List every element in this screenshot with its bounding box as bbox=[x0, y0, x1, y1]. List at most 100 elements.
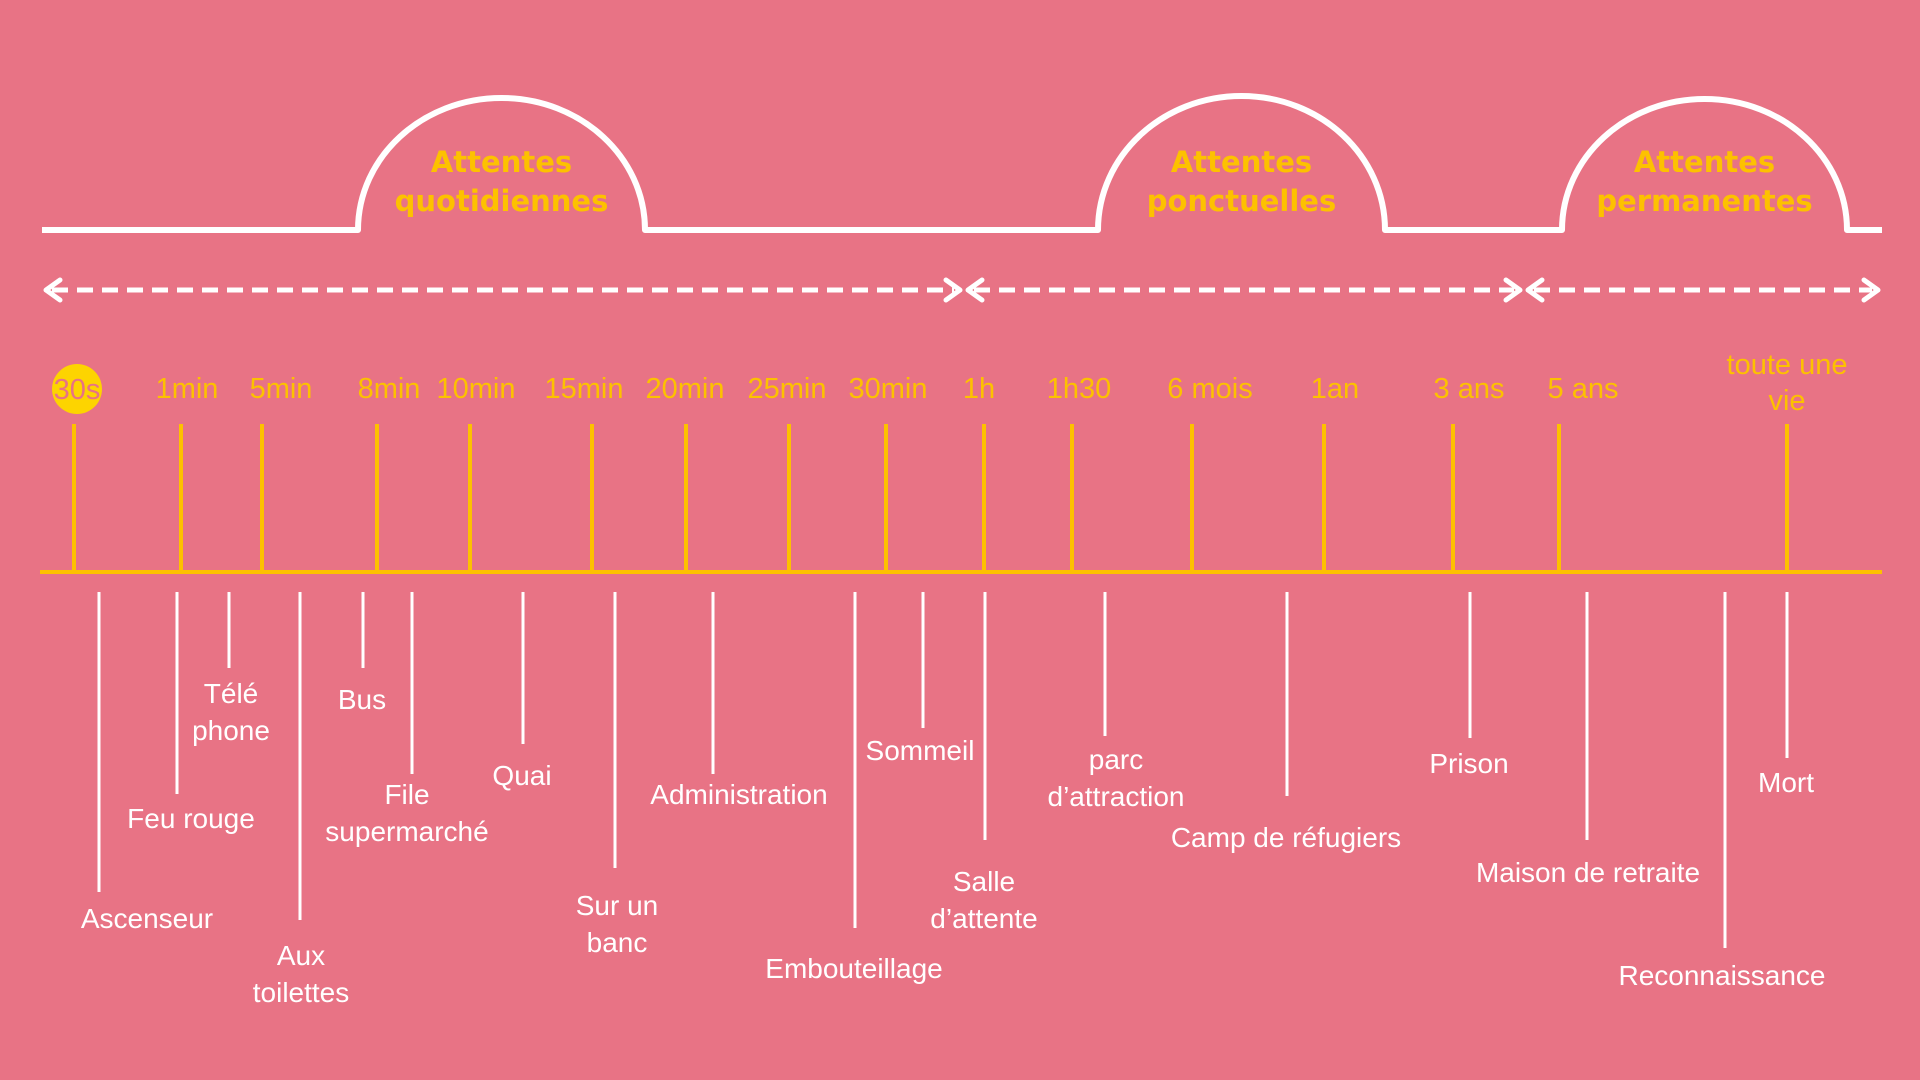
waiting-event: Administration bbox=[650, 592, 828, 810]
event-label-line: File bbox=[384, 779, 429, 810]
event-label-line: Salle bbox=[953, 866, 1015, 897]
time-tick: 1h30 bbox=[1047, 373, 1112, 572]
waiting-event: Ascenseur bbox=[81, 592, 213, 934]
category-title-line: permanentes bbox=[1596, 184, 1812, 218]
waiting-event: Embouteillage bbox=[765, 592, 943, 984]
time-tick: 1min bbox=[156, 373, 219, 572]
event-label-line: d’attente bbox=[930, 903, 1037, 934]
event-label-line: Administration bbox=[650, 779, 827, 810]
event-label: Reconnaissance bbox=[1618, 960, 1825, 991]
tick-label: 6 mois bbox=[1167, 373, 1252, 405]
tick-label-line: toute une bbox=[1727, 349, 1848, 381]
tick-label: 5 ans bbox=[1548, 373, 1619, 405]
waiting-event: Feu rouge bbox=[127, 592, 255, 834]
arrow-head-right bbox=[1503, 277, 1523, 303]
event-label: Bus bbox=[338, 684, 386, 715]
event-label-line: Sommeil bbox=[866, 735, 975, 766]
arrow-head-left bbox=[965, 277, 985, 303]
event-label: Embouteillage bbox=[765, 953, 942, 984]
waiting-event: Camp de réfugiers bbox=[1171, 592, 1401, 853]
event-label-line: Prison bbox=[1429, 748, 1508, 779]
event-label-line: Reconnaissance bbox=[1618, 960, 1825, 991]
tick-label: toute une vie bbox=[1727, 349, 1848, 417]
arrow-head-right bbox=[943, 277, 963, 303]
tick-label: 15min bbox=[545, 373, 624, 405]
tick-label: 1min bbox=[156, 373, 219, 405]
time-tick: toute une vie bbox=[1727, 349, 1848, 572]
event-label-line: parc bbox=[1089, 744, 1143, 775]
event-label: Feu rouge bbox=[127, 803, 255, 834]
event-label-line: banc bbox=[587, 927, 648, 958]
time-tick: 30min bbox=[849, 373, 928, 572]
tick-label-line: 25min bbox=[748, 373, 827, 405]
event-label-line: Embouteillage bbox=[765, 953, 942, 984]
tick-label-line: 1h bbox=[963, 373, 995, 405]
waiting-event: Sommeil bbox=[866, 592, 975, 766]
tick-label: 3 ans bbox=[1434, 373, 1505, 405]
waiting-event: Sur un banc bbox=[576, 592, 659, 958]
range-arrow bbox=[1525, 277, 1881, 303]
time-ticks: 30s 1min 5min 8min 10min 15min 20min 25min 30min… bbox=[52, 349, 1847, 572]
event-label-line: Camp de réfugiers bbox=[1171, 822, 1401, 853]
tick-label: 10min bbox=[437, 373, 516, 405]
time-tick: 30s bbox=[52, 364, 102, 572]
tick-label: 1h30 bbox=[1047, 373, 1112, 405]
time-tick: 5 ans bbox=[1548, 373, 1619, 572]
tick-label: 1an bbox=[1311, 373, 1359, 405]
event-label: Sur un banc bbox=[576, 890, 659, 958]
event-label-line: Feu rouge bbox=[127, 803, 255, 834]
range-arrow bbox=[43, 277, 963, 303]
tick-label-line: 8min bbox=[358, 373, 421, 405]
event-label-line: Maison de retraite bbox=[1476, 857, 1700, 888]
waiting-event: Prison bbox=[1429, 592, 1509, 779]
arrow-head-left bbox=[1525, 277, 1545, 303]
waiting-event: Aux toilettes bbox=[253, 592, 350, 1008]
tick-label-line: 1h30 bbox=[1047, 373, 1112, 405]
tick-label-line: 1min bbox=[156, 373, 219, 405]
event-label: Prison bbox=[1429, 748, 1508, 779]
tick-label-line: 30min bbox=[849, 373, 928, 405]
event-label-line: Ascenseur bbox=[81, 903, 213, 934]
tick-label: 20min bbox=[646, 373, 725, 405]
tick-label: 1h bbox=[963, 373, 995, 405]
time-tick: 1h bbox=[963, 373, 995, 572]
waiting-event: Quai bbox=[492, 592, 552, 791]
waiting-event: Reconnaissance bbox=[1618, 592, 1826, 991]
highlight-circle bbox=[52, 364, 102, 414]
waiting-event: Mort bbox=[1758, 592, 1814, 798]
tick-label-line: 5min bbox=[250, 373, 313, 405]
tick-label-line: 5 ans bbox=[1548, 373, 1619, 405]
event-label-line: Aux bbox=[277, 940, 325, 971]
tick-label-line: 10min bbox=[437, 373, 516, 405]
time-tick: 10min bbox=[437, 373, 516, 572]
arrow-head-right bbox=[1861, 277, 1881, 303]
time-tick: 20min bbox=[646, 373, 725, 572]
tick-label-line: 30s bbox=[54, 374, 101, 406]
event-label: Mort bbox=[1758, 767, 1814, 798]
range-arrow bbox=[965, 277, 1523, 303]
tick-label-line: vie bbox=[1768, 385, 1805, 417]
tick-label-line: 20min bbox=[646, 373, 725, 405]
event-label: Ascenseur bbox=[81, 903, 213, 934]
event-label-line: toilettes bbox=[253, 977, 350, 1008]
time-tick: 15min bbox=[545, 373, 624, 572]
tick-label-line: 1an bbox=[1311, 373, 1359, 405]
time-tick: 25min bbox=[748, 373, 827, 572]
event-label-line: phone bbox=[192, 715, 270, 746]
category-title-line: ponctuelles bbox=[1147, 184, 1337, 218]
time-tick: 5min bbox=[250, 373, 313, 572]
event-label: Salle d’attente bbox=[930, 866, 1037, 934]
event-label-line: Sur un bbox=[576, 890, 659, 921]
event-label-line: Bus bbox=[338, 684, 386, 715]
tick-label: 30s bbox=[54, 374, 101, 406]
tick-label: 25min bbox=[748, 373, 827, 405]
tick-label-line: 15min bbox=[545, 373, 624, 405]
tick-label: 5min bbox=[250, 373, 313, 405]
dome-band-outline bbox=[42, 93, 1882, 233]
